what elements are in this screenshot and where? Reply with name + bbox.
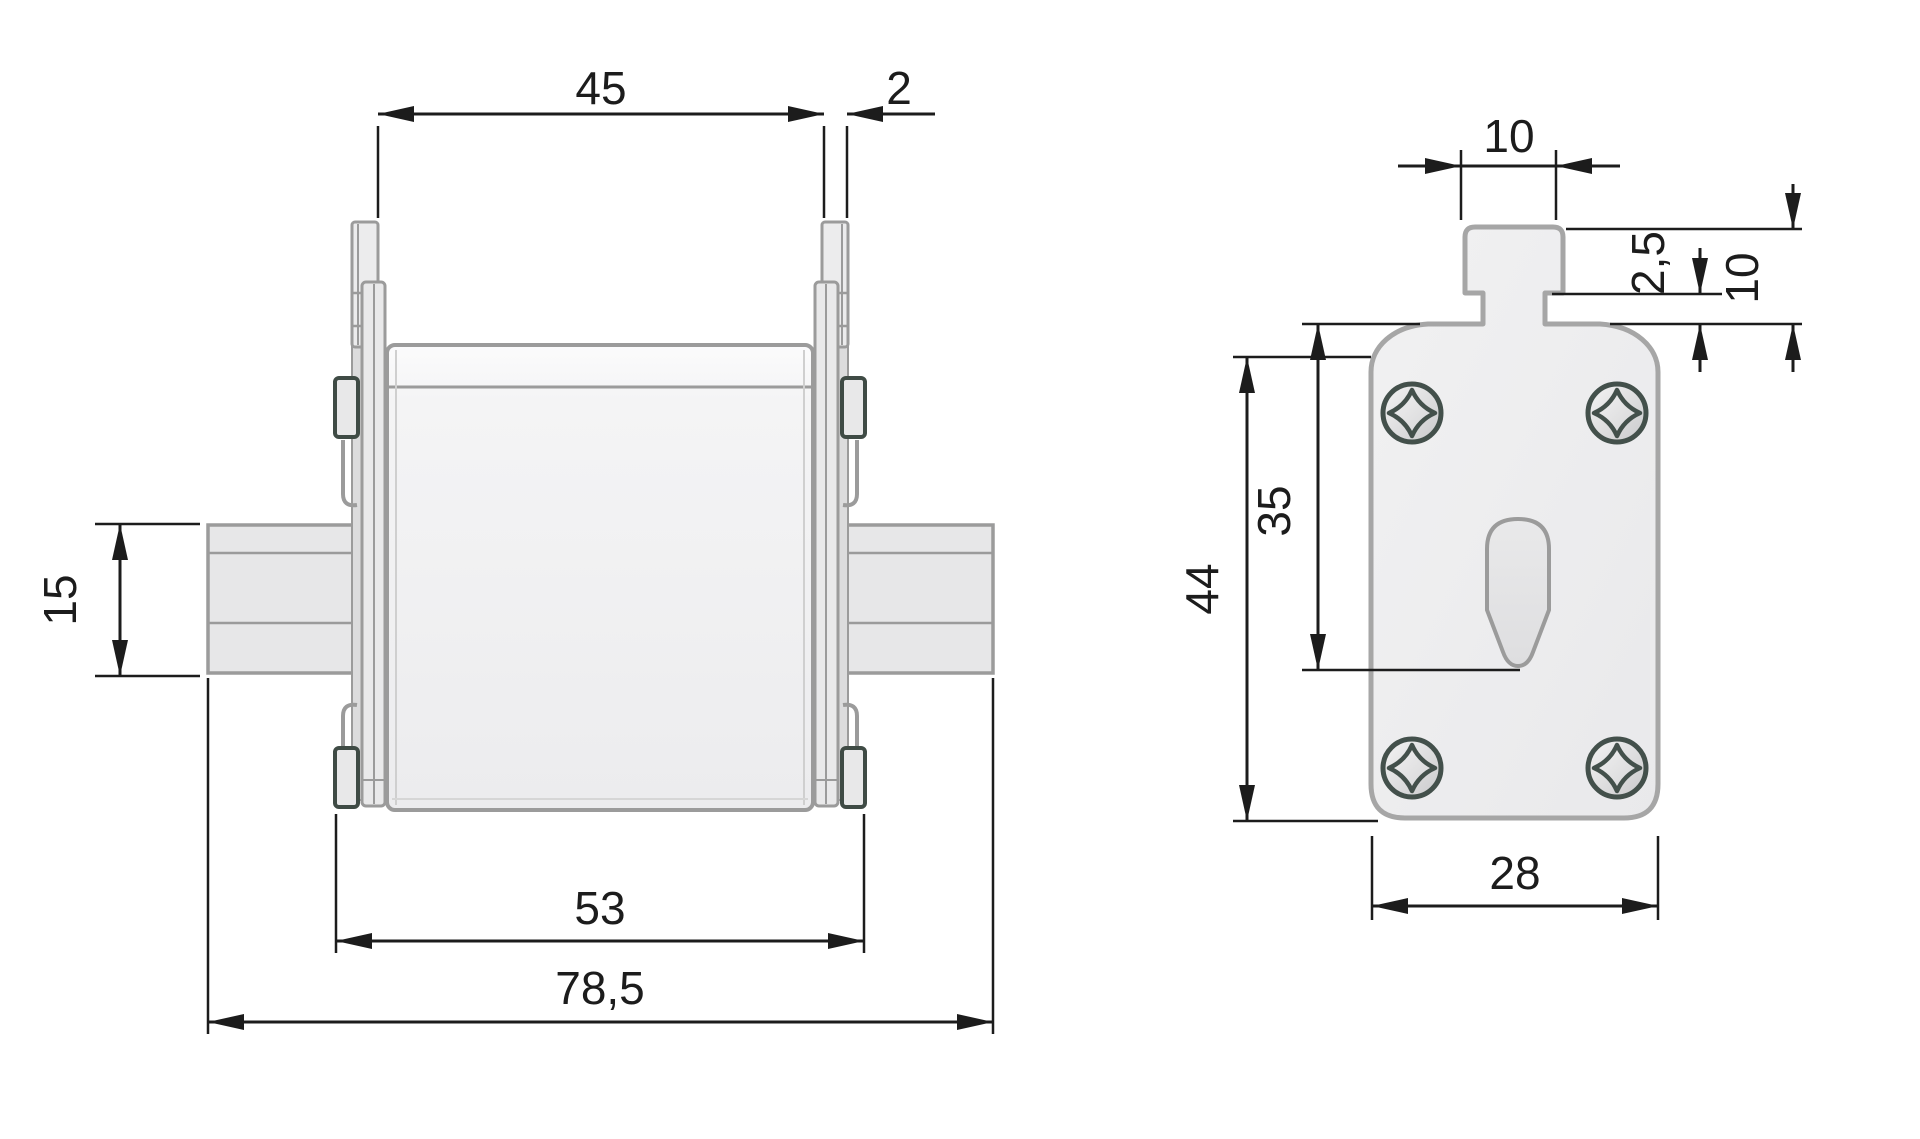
dim-terminal-height-arrow-bottom [112, 640, 128, 676]
dim-body-width: 53 [334, 814, 866, 953]
dim-slot-depth: 35 [1248, 322, 1520, 672]
blade-right [813, 220, 859, 808]
lug-reference-lines [1552, 227, 1802, 326]
clip-bottom-left [333, 746, 360, 809]
dim-terminal-height: 15 [34, 522, 200, 678]
dim-side-body-width-label: 28 [1489, 847, 1540, 899]
clip-top-right [840, 376, 867, 439]
dim-lug-step-label: 2,5 [1622, 231, 1674, 295]
dim-body-width-arrow-right [828, 933, 864, 949]
blade-left-spring-hook-bottom [341, 702, 358, 750]
screw-bottom-left [1380, 736, 1444, 800]
dim-blade-span-arrow-right [788, 106, 824, 122]
blade-right-spring-hook-bottom [842, 702, 859, 750]
side-center-slot [1485, 516, 1551, 669]
dim-side-body-height: 44 [1176, 355, 1378, 823]
dim-slot-depth-arrow-bottom [1310, 634, 1326, 670]
screw-top-left [1380, 381, 1444, 445]
screw-cross-icon [1591, 387, 1643, 439]
dim-slot-depth-arrow-top [1310, 324, 1326, 360]
dim-lug-height-arrow-bottom [1785, 324, 1801, 360]
blade-right-spring-hook-top [842, 440, 859, 508]
dim-lug-height-arrow-top [1785, 193, 1801, 229]
dim-side-body-height-arrow-top [1239, 357, 1255, 393]
clip-bottom-right [840, 746, 867, 809]
dim-body-width-label: 53 [574, 882, 625, 934]
dim-overall-width-arrow-left [208, 1014, 244, 1030]
dim-terminal-height-label: 15 [34, 574, 86, 625]
dim-lug-step-arrow-bottom [1692, 324, 1708, 360]
dim-side-body-width-arrow-right [1622, 898, 1658, 914]
dim-side-body-height-arrow-bottom [1239, 785, 1255, 821]
dim-overall-width-arrow-right [957, 1014, 993, 1030]
dim-lug-height: 10 [1716, 184, 1801, 372]
screw-cross-icon [1386, 387, 1438, 439]
dim-blade-span-label: 45 [575, 62, 626, 114]
dim-lug-width-arrow-left [1425, 158, 1461, 174]
screw-cross-icon [1386, 742, 1438, 794]
dim-side-body-height-label: 44 [1176, 563, 1228, 614]
front-view: 45 2 15 53 [34, 62, 995, 1034]
dim-lug-width-arrow-right [1556, 158, 1592, 174]
dim-blade-thickness-label: 2 [886, 62, 912, 114]
screw-top-right [1585, 381, 1649, 445]
dim-blade-span-arrow-left [378, 106, 414, 122]
screw-cross-icon [1591, 742, 1643, 794]
dim-side-body-width: 28 [1370, 836, 1660, 920]
dim-lug-step: 2,5 [1622, 231, 1708, 372]
dim-lug-width-label: 10 [1483, 110, 1534, 162]
dim-side-body-width-arrow-left [1372, 898, 1408, 914]
fuse-body-shape [385, 343, 815, 812]
dim-blade-thickness: 2 [845, 62, 935, 218]
dim-slot-depth-label: 35 [1248, 485, 1300, 536]
dim-overall-width: 78,5 [206, 678, 995, 1034]
dim-blade-thickness-arrow [847, 106, 883, 122]
dim-terminal-height-arrow-top [112, 524, 128, 560]
dim-blade-span: 45 [376, 62, 826, 218]
clip-top-left [333, 376, 360, 439]
dim-overall-width-label: 78,5 [555, 962, 645, 1014]
side-view: 10 2,5 10 [1176, 110, 1802, 920]
screw-bottom-right [1585, 736, 1649, 800]
fuse-body [385, 343, 815, 812]
dim-lug-width: 10 [1398, 110, 1620, 220]
dim-body-width-arrow-left [336, 933, 372, 949]
dim-lug-step-arrow-top [1692, 258, 1708, 294]
blade-left [341, 220, 387, 808]
dim-lug-height-label: 10 [1716, 252, 1768, 303]
blade-left-spring-hook-top [341, 440, 358, 508]
